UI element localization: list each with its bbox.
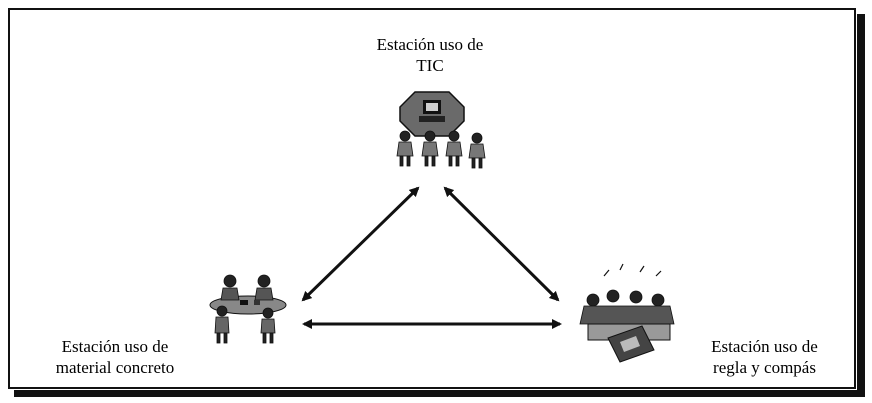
- station-regla-line1: Estación uso de: [711, 337, 818, 356]
- station-regla-label: Estación uso de regla y compás: [682, 336, 847, 378]
- station-material-label: Estación uso de material concreto: [30, 336, 200, 378]
- station-material-line1: Estación uso de: [61, 337, 169, 356]
- station-tic-line1: Estación uso de: [376, 35, 484, 54]
- arrow-top-right: [443, 186, 560, 302]
- station-tic-line2: TIC: [416, 56, 444, 75]
- computer-group-icon: [396, 91, 486, 169]
- station-material-line2: material concreto: [55, 358, 175, 377]
- children-table-icon: [209, 274, 287, 344]
- frame-shadow-right: [857, 14, 865, 397]
- station-tic-label: Estación uso de TIC: [350, 34, 510, 76]
- arrow-top-left: [301, 186, 420, 302]
- drawing-group-icon: [579, 263, 675, 363]
- frame-shadow-bottom: [14, 390, 865, 397]
- station-regla-line2: regla y compás: [713, 358, 816, 377]
